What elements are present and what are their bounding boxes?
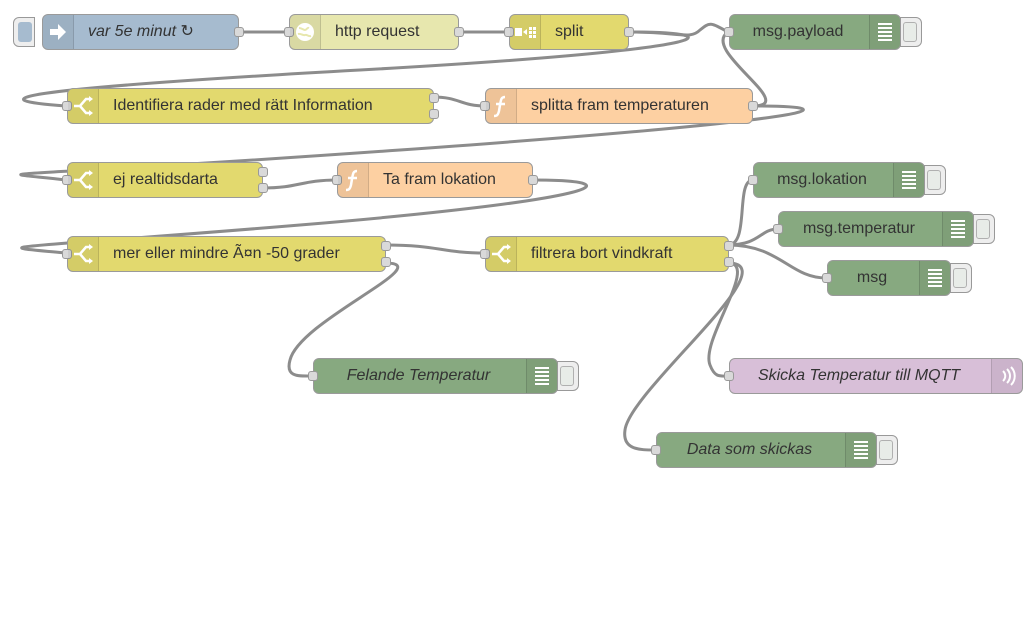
function-lokation-label: Ta fram lokation	[383, 171, 496, 188]
debug-payload-node[interactable]: msg.payload	[724, 14, 922, 50]
wire-grader-vindkraft[interactable]	[383, 243, 488, 255]
debug-lokation-node[interactable]: msg.lokation	[748, 162, 946, 198]
mqtt-out-node[interactable]: Skicka Temperatur till MQTT	[724, 358, 1023, 394]
debug-data-node[interactable]: Data som skickas	[651, 432, 898, 468]
split-label: split	[555, 23, 584, 40]
debug-lokation-label: msg.lokation	[777, 171, 867, 188]
output-port[interactable]	[528, 175, 538, 185]
switch-identifiera-label: Identifiera rader med rätt Information	[113, 97, 373, 114]
wire-vindkraft-lokation[interactable]	[726, 178, 755, 247]
wire-split-identifiera[interactable]	[22, 30, 690, 108]
inject-button[interactable]	[13, 17, 35, 47]
wire-identifiera-splitta[interactable]	[431, 95, 488, 108]
debug-icon	[951, 220, 965, 238]
switch-realtid-node[interactable]: ej realtidsdarta	[62, 162, 268, 198]
function-splitta-label: splitta fram temperaturen	[531, 97, 709, 114]
switch-icon	[74, 244, 93, 264]
switch-realtid-label: ej realtidsdarta	[113, 171, 218, 188]
inject-label: var 5e minut ↻	[88, 23, 194, 40]
debug-data-label: Data som skickas	[686, 441, 813, 458]
switch-grader-label: mer eller mindre Ã¤n -50 grader	[113, 245, 340, 262]
debug-icon	[854, 441, 868, 459]
function-lokation-node[interactable]: Ta fram lokation	[332, 162, 538, 198]
output-port-2[interactable]	[258, 183, 268, 193]
debug-msg-label: msg	[856, 269, 888, 286]
input-port[interactable]	[748, 175, 758, 185]
debug-temperatur-node[interactable]: msg.temperatur	[773, 211, 995, 247]
debug-temperatur-label: msg.temperatur	[802, 220, 916, 237]
mqtt-icon	[1002, 366, 1016, 386]
output-port[interactable]	[624, 27, 634, 37]
function-icon	[493, 95, 506, 118]
debug-toggle-button[interactable]	[924, 165, 946, 195]
switch-grader-node[interactable]: mer eller mindre Ã¤n -50 grader	[62, 236, 391, 272]
debug-icon	[878, 23, 892, 41]
output-port-1[interactable]	[724, 241, 734, 251]
split-node[interactable]: split	[504, 14, 634, 50]
wire-split-debug-payload[interactable]	[626, 22, 730, 37]
input-port[interactable]	[62, 249, 72, 259]
input-port[interactable]	[332, 175, 342, 185]
debug-icon	[902, 171, 916, 189]
wire-vindkraft-msg[interactable]	[726, 243, 828, 280]
debug-felande-node[interactable]: Felande Temperatur	[308, 358, 579, 394]
debug-toggle-button[interactable]	[557, 361, 579, 391]
debug-msg-node[interactable]: msg	[822, 260, 972, 296]
wire-realtid-lokation[interactable]	[260, 178, 340, 190]
debug-icon	[928, 269, 942, 287]
debug-felande-label: Felande Temperatur	[346, 367, 491, 384]
switch-identifiera-node[interactable]: Identifiera rader med rätt Information	[62, 88, 439, 124]
input-port[interactable]	[308, 371, 318, 381]
output-port-1[interactable]	[381, 241, 391, 251]
switch-icon	[74, 96, 93, 116]
wire-grader-felande[interactable]	[287, 261, 400, 378]
mqtt-out-label: Skicka Temperatur till MQTT	[757, 367, 961, 384]
input-port[interactable]	[651, 445, 661, 455]
wire-splitta-realtid[interactable]	[19, 104, 805, 182]
output-port-2[interactable]	[724, 257, 734, 267]
switch-icon	[492, 244, 511, 264]
output-port-1[interactable]	[429, 93, 439, 103]
debug-toggle-button[interactable]	[950, 263, 972, 293]
debug-toggle-button[interactable]	[973, 214, 995, 244]
input-port[interactable]	[504, 27, 514, 37]
input-port[interactable]	[62, 175, 72, 185]
debug-icon	[535, 367, 549, 385]
input-port[interactable]	[773, 224, 783, 234]
switch-icon	[74, 170, 93, 190]
input-port[interactable]	[480, 249, 490, 259]
output-port-2[interactable]	[429, 109, 439, 119]
function-icon	[345, 169, 358, 192]
input-port[interactable]	[62, 101, 72, 111]
switch-vindkraft-node[interactable]: filtrera bort vindkraft	[480, 236, 734, 272]
debug-toggle-button[interactable]	[876, 435, 898, 465]
debug-payload-label: msg.payload	[752, 23, 844, 40]
debug-toggle-button[interactable]	[900, 17, 922, 47]
switch-vindkraft-label: filtrera bort vindkraft	[531, 245, 673, 262]
input-port[interactable]	[822, 273, 832, 283]
http-request-node[interactable]: http request	[284, 14, 464, 50]
input-port[interactable]	[480, 101, 490, 111]
globe-icon	[296, 23, 314, 41]
inject-node[interactable]: var 5e minut ↻	[13, 14, 244, 50]
output-port[interactable]	[748, 101, 758, 111]
output-port[interactable]	[454, 27, 464, 37]
function-splitta-node[interactable]: splitta fram temperaturen	[480, 88, 758, 124]
output-port-1[interactable]	[258, 167, 268, 177]
output-port-2[interactable]	[381, 257, 391, 267]
wire-lokation-grader[interactable]	[20, 178, 589, 255]
input-port[interactable]	[284, 27, 294, 37]
input-port[interactable]	[724, 27, 734, 37]
wire-vindkraft-mqtt[interactable]	[707, 261, 739, 378]
wire-splitta-payload[interactable]	[721, 30, 768, 108]
split-icon	[515, 27, 536, 38]
arrow-in-icon	[50, 24, 66, 40]
output-port[interactable]	[234, 27, 244, 37]
http-request-label: http request	[335, 23, 420, 40]
input-port[interactable]	[724, 371, 734, 381]
wire-vindkraft-data[interactable]	[623, 261, 744, 452]
